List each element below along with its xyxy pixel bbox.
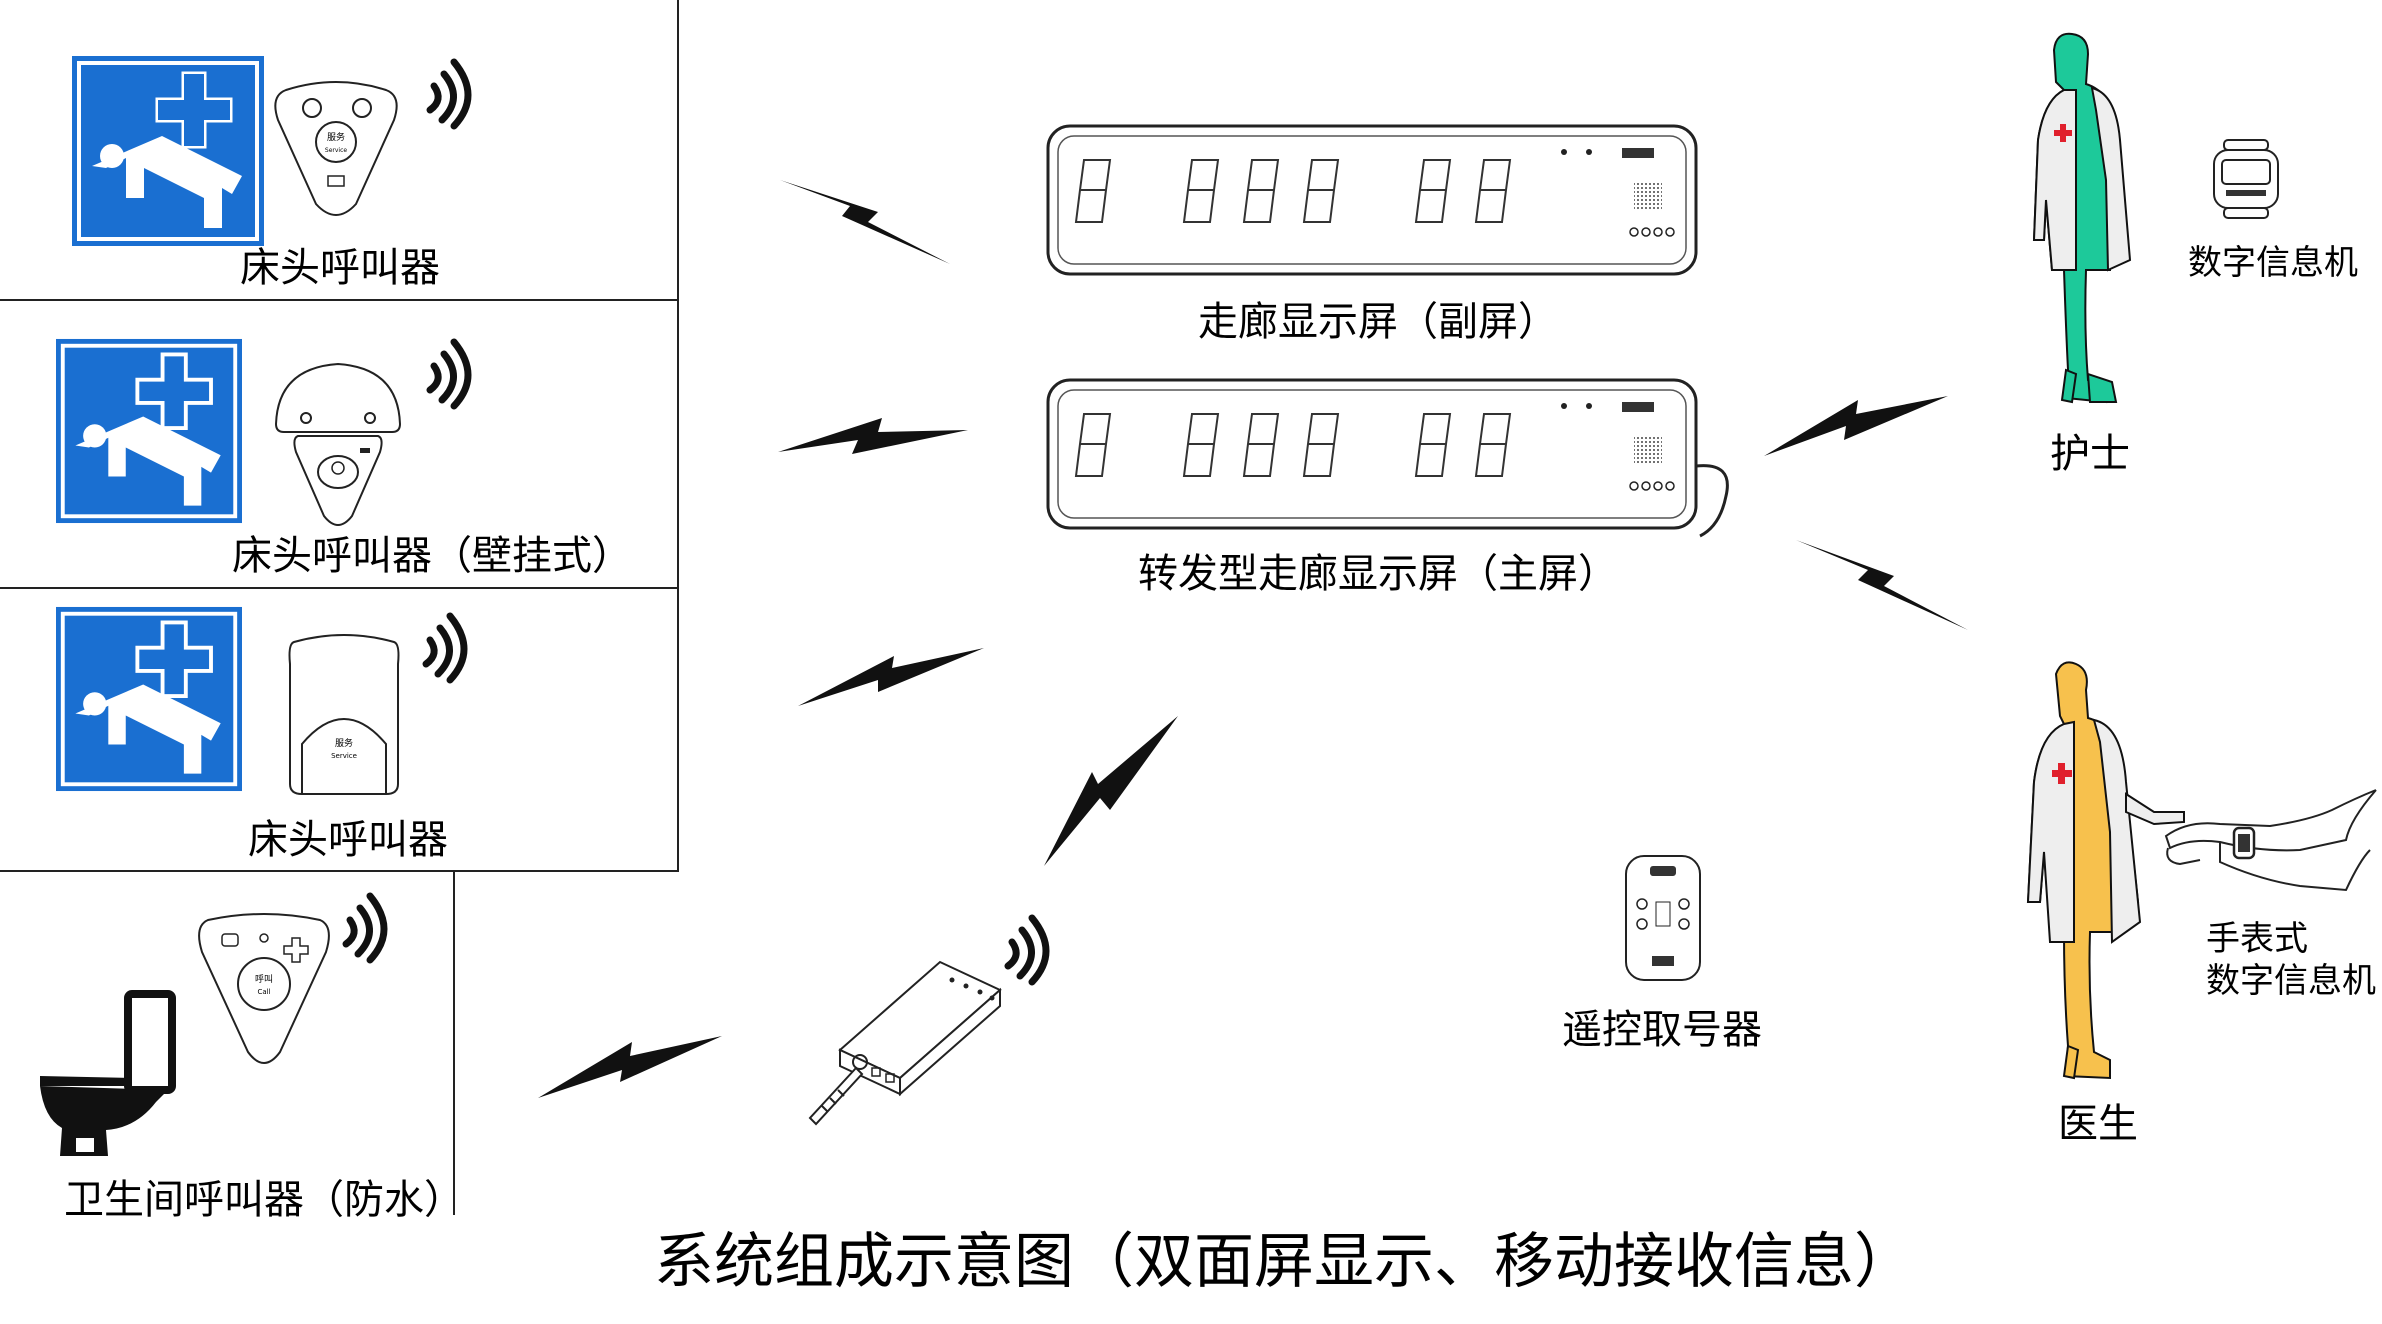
signal-waves-icon	[342, 892, 388, 964]
toilet-caller-device-icon: 呼叫 Call	[198, 913, 330, 1064]
hospital-bed-sign-icon	[56, 338, 242, 524]
call-en-text: Call	[257, 988, 270, 996]
lightning-bolt-icon	[778, 418, 968, 454]
signal-waves-icon	[1004, 914, 1050, 986]
lightning-bolt-icon	[538, 1036, 722, 1098]
wrist-watch-hand-icon	[2164, 789, 2377, 892]
lightning-bolt-icon	[1044, 716, 1178, 866]
watch-label-line1: 手表式	[2206, 919, 2308, 959]
bed-caller-box-device-icon: 服务 Service	[288, 634, 400, 795]
service-en-text: Service	[331, 752, 357, 760]
call-text: 呼叫	[255, 974, 273, 985]
bed-caller-wall-label: 床头呼叫器（壁挂式）	[232, 533, 632, 579]
doctor-figure-icon	[2026, 661, 2185, 1080]
wall-bed-caller-device-icon	[274, 362, 402, 526]
lightning-bolt-icon	[798, 648, 984, 706]
nurse-figure-icon	[2032, 32, 2132, 404]
corridor-sub-label: 走廊显示屏（副屏）	[1198, 299, 1558, 345]
hospital-bed-sign-icon	[56, 606, 242, 792]
toilet-icon	[40, 990, 176, 1156]
corridor-display-main-screen	[1046, 378, 1729, 538]
wireless-transmitter-icon	[808, 960, 1002, 1126]
lightning-bolt-icon	[1796, 540, 1968, 630]
signal-waves-icon	[426, 58, 472, 130]
lightning-bolt-icon	[1764, 396, 1948, 456]
remote-label: 遥控取号器	[1562, 1007, 1762, 1053]
diagram-title: 系统组成示意图（双面屏显示、移动接收信息）	[654, 1227, 1914, 1297]
bed-caller-label-1: 床头呼叫器	[240, 245, 440, 291]
pager-label: 数字信息机	[2188, 243, 2358, 283]
doctor-label: 医生	[2058, 1101, 2138, 1147]
lightning-bolt-icon	[780, 180, 950, 264]
watch-label-line2: 数字信息机	[2206, 961, 2376, 1001]
toilet-caller-label: 卫生间呼叫器（防水）	[64, 1177, 464, 1223]
pager-device-icon	[2213, 139, 2279, 219]
bed-caller-device-icon: 服务 Service	[274, 81, 398, 216]
remote-number-taker-icon	[1625, 855, 1701, 981]
corridor-main-label: 转发型走廊显示屏（主屏）	[1138, 551, 1618, 597]
hospital-bed-sign-icon	[72, 56, 264, 246]
service-text: 服务	[335, 737, 353, 749]
signal-waves-icon	[422, 612, 468, 684]
bed-caller-label-2: 床头呼叫器	[248, 817, 448, 863]
service-en-text: Service	[325, 147, 347, 154]
signal-waves-icon	[426, 338, 472, 410]
corridor-display-sub-screen	[1046, 124, 1698, 276]
service-text: 服务	[327, 131, 345, 143]
nurse-label: 护士	[2050, 431, 2130, 477]
